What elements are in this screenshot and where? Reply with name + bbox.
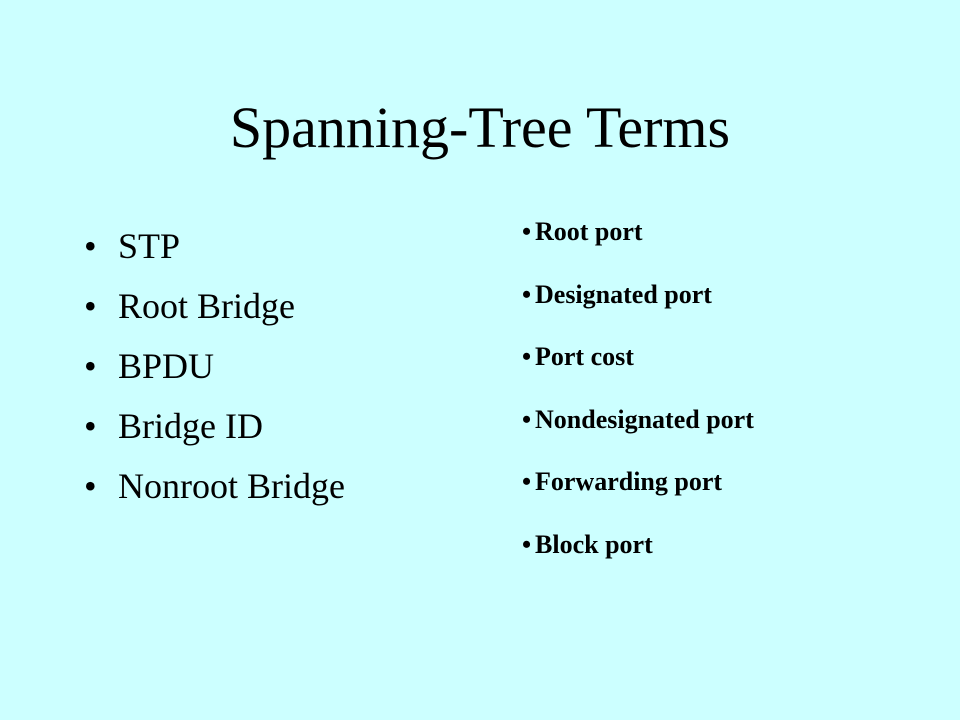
slide-title: Spanning-Tree Terms	[229, 95, 731, 160]
term-label: Block port	[535, 529, 653, 559]
list-item: • Root Bridge	[84, 276, 345, 336]
term-label: Forwarding port	[535, 467, 723, 496]
bullet-icon: •	[522, 467, 532, 496]
bullet-icon: •	[84, 286, 97, 326]
list-item: •Forwarding port	[522, 451, 754, 514]
bullet-icon: •	[84, 226, 97, 266]
bullet-icon: •	[522, 529, 532, 559]
primary-terms-list: • STP • Root Bridge • BPDU • Bridge ID • Nonr…	[84, 216, 345, 516]
term-label: Nondesignated port	[535, 404, 754, 434]
bullet-icon: •	[84, 406, 97, 446]
list-item: • Nonroot Bridge	[84, 456, 345, 516]
list-item: •Designated port	[522, 264, 754, 327]
list-item: • BPDU	[84, 336, 345, 396]
list-item: •Nondesignated port	[522, 389, 754, 452]
bullet-icon: •	[522, 404, 532, 434]
term-label: Root Bridge	[118, 286, 295, 326]
port-terms-list: •Root port •Designated port •Port cost •…	[522, 201, 754, 576]
term-label: Designated port	[535, 279, 712, 309]
term-label: Bridge ID	[118, 406, 263, 446]
term-label: STP	[118, 226, 181, 266]
term-label: Port cost	[535, 342, 634, 371]
bullet-icon: •	[522, 217, 532, 246]
bullet-icon: •	[84, 466, 97, 506]
term-label: Root port	[535, 217, 643, 246]
bullet-icon: •	[522, 342, 532, 371]
list-item: • STP	[84, 216, 345, 276]
term-label: BPDU	[118, 346, 215, 386]
term-label: Nonroot Bridge	[118, 466, 345, 506]
list-item: •Block port	[522, 514, 754, 577]
bullet-icon: •	[522, 279, 532, 309]
list-item: • Bridge ID	[84, 396, 345, 456]
list-item: •Port cost	[522, 326, 754, 389]
list-item: •Root port	[522, 201, 754, 264]
bullet-icon: •	[84, 346, 97, 386]
